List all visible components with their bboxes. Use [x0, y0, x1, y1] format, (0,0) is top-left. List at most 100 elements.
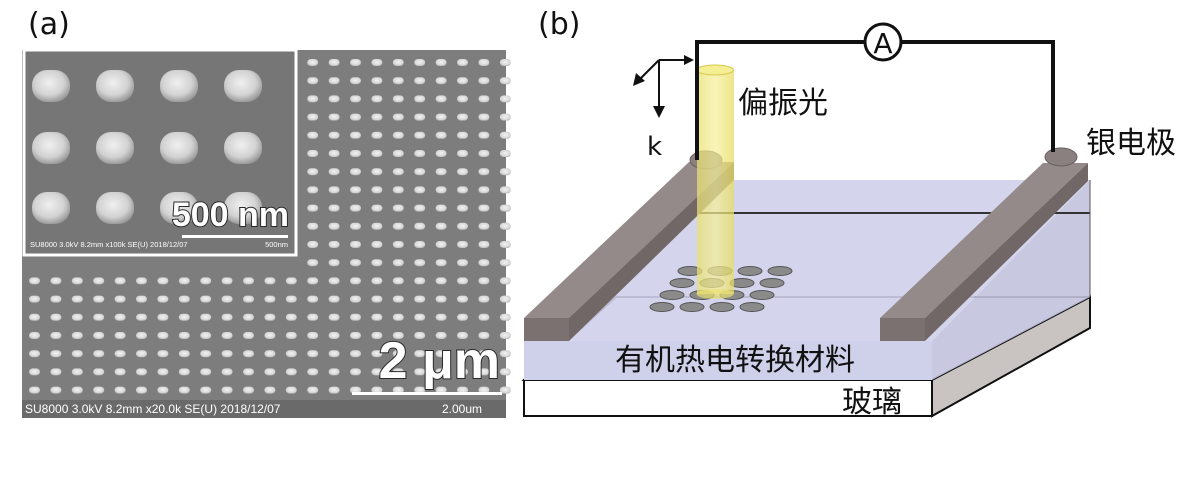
nanodot	[478, 222, 490, 230]
nanodot	[114, 350, 126, 358]
nanodot	[243, 350, 254, 358]
nanodot	[264, 350, 276, 358]
nanodot	[371, 77, 383, 85]
nanodot	[435, 241, 447, 248]
nanodot	[328, 313, 340, 321]
nanodot	[371, 259, 383, 267]
nanodot	[350, 277, 361, 285]
nanodot	[328, 113, 340, 121]
nanodot	[414, 131, 426, 139]
nanodot	[371, 204, 383, 212]
nanodot	[457, 59, 468, 66]
nanodot	[499, 204, 511, 212]
nanodot	[328, 386, 340, 394]
nanodot	[499, 77, 511, 85]
nanodot	[50, 368, 62, 376]
nanodot-array	[29, 59, 511, 394]
inset-nanodot	[32, 192, 70, 224]
nanodot	[114, 332, 126, 339]
nanodisk	[649, 302, 675, 312]
nanodot	[307, 368, 319, 376]
nanodot	[328, 131, 340, 139]
nanodot	[221, 386, 233, 394]
nanodot	[371, 95, 383, 103]
nanodot	[178, 386, 190, 394]
nanodisk	[749, 290, 775, 300]
nanodot	[414, 277, 426, 285]
inset-scale-label: 500 nm	[172, 196, 289, 234]
nanodot	[414, 59, 426, 66]
nanodot	[457, 259, 468, 267]
nanodot	[157, 295, 169, 303]
nanodot	[457, 186, 468, 194]
nanodot	[392, 222, 404, 230]
nanodot	[136, 368, 147, 376]
nanodot	[29, 332, 40, 339]
nanodot	[350, 332, 361, 339]
nanodot	[157, 332, 169, 339]
nanodot	[307, 77, 319, 85]
nanodot	[371, 332, 383, 339]
nanodot	[392, 277, 404, 285]
nanodot	[350, 368, 361, 376]
nanodot	[478, 113, 490, 121]
inset-nanodot	[224, 70, 262, 102]
nanodot	[457, 332, 468, 339]
nanodot	[328, 259, 340, 267]
nanodot	[435, 150, 447, 157]
nanodot	[392, 113, 404, 121]
nanodisk	[737, 266, 763, 276]
nanodot	[328, 186, 340, 194]
nanodot	[328, 204, 340, 212]
nanodot	[307, 313, 319, 321]
nanodot	[350, 295, 361, 303]
nanodot	[307, 386, 319, 394]
nanodot	[371, 386, 383, 394]
nanodot	[29, 277, 40, 285]
nanodot	[350, 241, 361, 248]
inset-bar-label: 500nm	[265, 240, 288, 249]
glass-label: 玻璃	[842, 385, 902, 420]
sem-inset-image: 500 nm SU8000 3.0kV 8.2mm x100k SE(U) 20…	[22, 48, 298, 257]
nanodot	[392, 368, 404, 376]
nanodot	[285, 277, 297, 285]
nanodot	[350, 313, 361, 321]
inset-nanodot	[96, 70, 134, 102]
nanodot	[307, 332, 319, 339]
nanodot	[371, 368, 383, 376]
nanodot	[499, 332, 511, 339]
nanodot	[414, 204, 426, 212]
nanodot	[71, 350, 83, 358]
inset-nanodot	[160, 70, 198, 102]
main-scale-label: 2 μm	[379, 332, 500, 390]
nanodot	[243, 368, 254, 376]
nanodot	[264, 386, 276, 394]
nanodot	[328, 277, 340, 285]
nanodot	[157, 386, 169, 394]
nanodot	[178, 332, 190, 339]
nanodot	[392, 332, 404, 339]
nanodot	[114, 295, 126, 303]
nanodot	[136, 386, 147, 394]
nanodot	[478, 350, 490, 358]
nanodot	[157, 368, 169, 376]
nanodot	[392, 168, 404, 176]
nanodot	[136, 350, 147, 358]
nanodot	[350, 222, 361, 230]
nanodot	[371, 150, 383, 157]
nanodot	[328, 59, 340, 66]
nanodot	[371, 113, 383, 121]
nanodot	[457, 350, 468, 358]
nanodot	[435, 386, 447, 394]
nanodot	[307, 295, 319, 303]
nanodot	[221, 350, 233, 358]
nanodisk	[767, 266, 793, 276]
panel-a-label: (a)	[28, 7, 70, 42]
nanodot	[457, 386, 468, 394]
nanodot	[200, 332, 212, 339]
nanodot	[499, 350, 511, 358]
nanodot	[93, 295, 105, 303]
nanodot	[71, 368, 83, 376]
nanodot	[178, 350, 190, 358]
nanodot	[478, 59, 490, 66]
